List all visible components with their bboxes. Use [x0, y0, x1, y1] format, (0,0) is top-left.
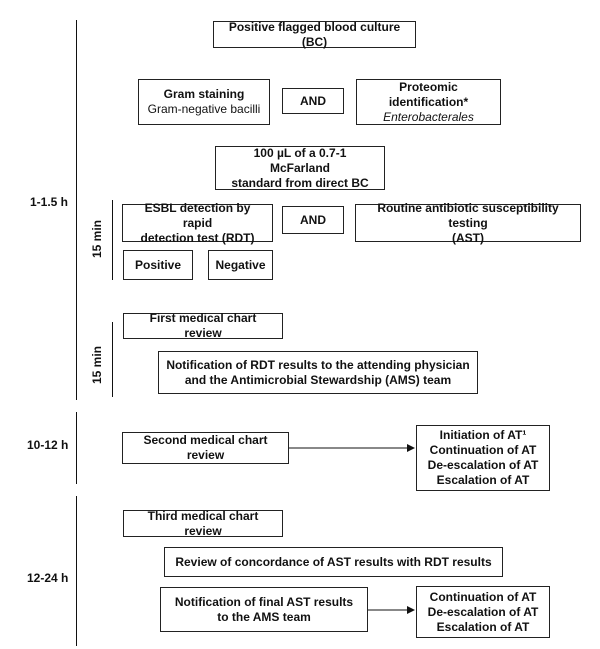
rdt-negative-box: Negative — [208, 250, 273, 280]
third-chart-review-label: Third medical chart review — [147, 508, 259, 538]
concordance-review-label: Review of concordance of AST results wit… — [175, 554, 492, 569]
sub-interval-line-1 — [112, 200, 113, 280]
time-label-10-12h: 10-12 h — [27, 438, 69, 452]
and-label-1: AND — [300, 93, 326, 108]
rdt-positive-label: Positive — [134, 257, 182, 272]
time-label-12-24h: 12-24 h — [27, 571, 69, 585]
outcome-2-line-2: De-escalation of AT — [427, 604, 539, 619]
timeline-axis-phase1 — [76, 20, 77, 400]
rdt-positive-box: Positive — [123, 250, 193, 280]
outcome-1-line-3: De-escalation of AT — [427, 458, 539, 472]
second-chart-review-label: Second medical chart review — [143, 433, 268, 462]
esbl-rdt-line-1: ESBL detection by rapid — [144, 200, 251, 230]
final-ast-notification-box: Notification of final AST results to the… — [160, 587, 368, 632]
timeline-axis-phase3 — [76, 496, 77, 646]
positive-blood-culture-label: Positive flagged blood culture (BC) — [228, 19, 401, 49]
gram-staining-result: Gram-negative bacilli — [147, 102, 261, 116]
outcome-1-line-1: Initiation of AT¹ — [439, 428, 527, 442]
final-ast-notification-line-1: Notification of final AST results — [174, 594, 354, 609]
time-label-1-1.5h: 1-1.5 h — [30, 195, 69, 209]
mcfarland-line-1: 100 µL of a 0.7-1 McFarland — [253, 145, 347, 175]
esbl-rdt-box: ESBL detection by rapid detection test (… — [122, 200, 273, 245]
concordance-review-box: Review of concordance of AST results wit… — [164, 547, 503, 577]
mcfarland-line-2: standard from direct BC — [231, 175, 369, 190]
notification-rdt-box: Notification of RDT results to the atten… — [158, 351, 478, 394]
rdt-negative-label: Negative — [215, 257, 266, 272]
sub-interval-line-2 — [112, 322, 113, 397]
and-box-1: AND — [282, 88, 344, 114]
outcome-box-2: Continuation of AT De-escalation of AT E… — [416, 586, 550, 638]
mcfarland-standard-box: 100 µL of a 0.7-1 McFarland standard fro… — [215, 146, 385, 190]
first-chart-review-box: First medical chart review — [123, 311, 283, 340]
second-chart-review-box: Second medical chart review — [122, 432, 289, 464]
gram-staining-box: Gram staining Gram-negative bacilli — [138, 79, 270, 125]
outcome-1-line-4: Escalation of AT — [436, 473, 530, 487]
proteomic-identification-box: Proteomic identification* Enterobacteral… — [356, 79, 501, 125]
esbl-rdt-line-2: detection test (RDT) — [140, 230, 255, 245]
proteomic-identification-result: Enterobacterales — [383, 109, 474, 124]
ast-line-2: (AST) — [452, 230, 484, 245]
third-chart-review-box: Third medical chart review — [123, 508, 283, 538]
and-box-2: AND — [282, 206, 344, 234]
proteomic-identification-title: Proteomic identification* — [388, 79, 469, 109]
outcome-2-line-1: Continuation of AT — [429, 589, 537, 604]
outcome-2-line-3: Escalation of AT — [436, 619, 530, 634]
outcome-1-line-2: Continuation of AT — [429, 443, 537, 457]
positive-blood-culture-box: Positive flagged blood culture (BC) — [213, 19, 416, 49]
first-chart-review-label: First medical chart review — [149, 311, 257, 340]
timeline-axis-phase2 — [76, 412, 77, 484]
ast-box: Routine antibiotic susceptibility testin… — [355, 200, 581, 245]
ast-line-1: Routine antibiotic susceptibility testin… — [377, 200, 559, 230]
notification-rdt-line-1: Notification of RDT results to the atten… — [166, 357, 470, 372]
notification-rdt-line-2: and the Antimicrobial Stewardship (AMS) … — [184, 372, 452, 387]
gram-staining-title: Gram staining — [163, 87, 245, 101]
outcome-box-1: Initiation of AT¹ Continuation of AT De-… — [416, 425, 550, 491]
and-label-2: AND — [300, 212, 326, 227]
final-ast-notification-line-2: to the AMS team — [217, 609, 311, 624]
